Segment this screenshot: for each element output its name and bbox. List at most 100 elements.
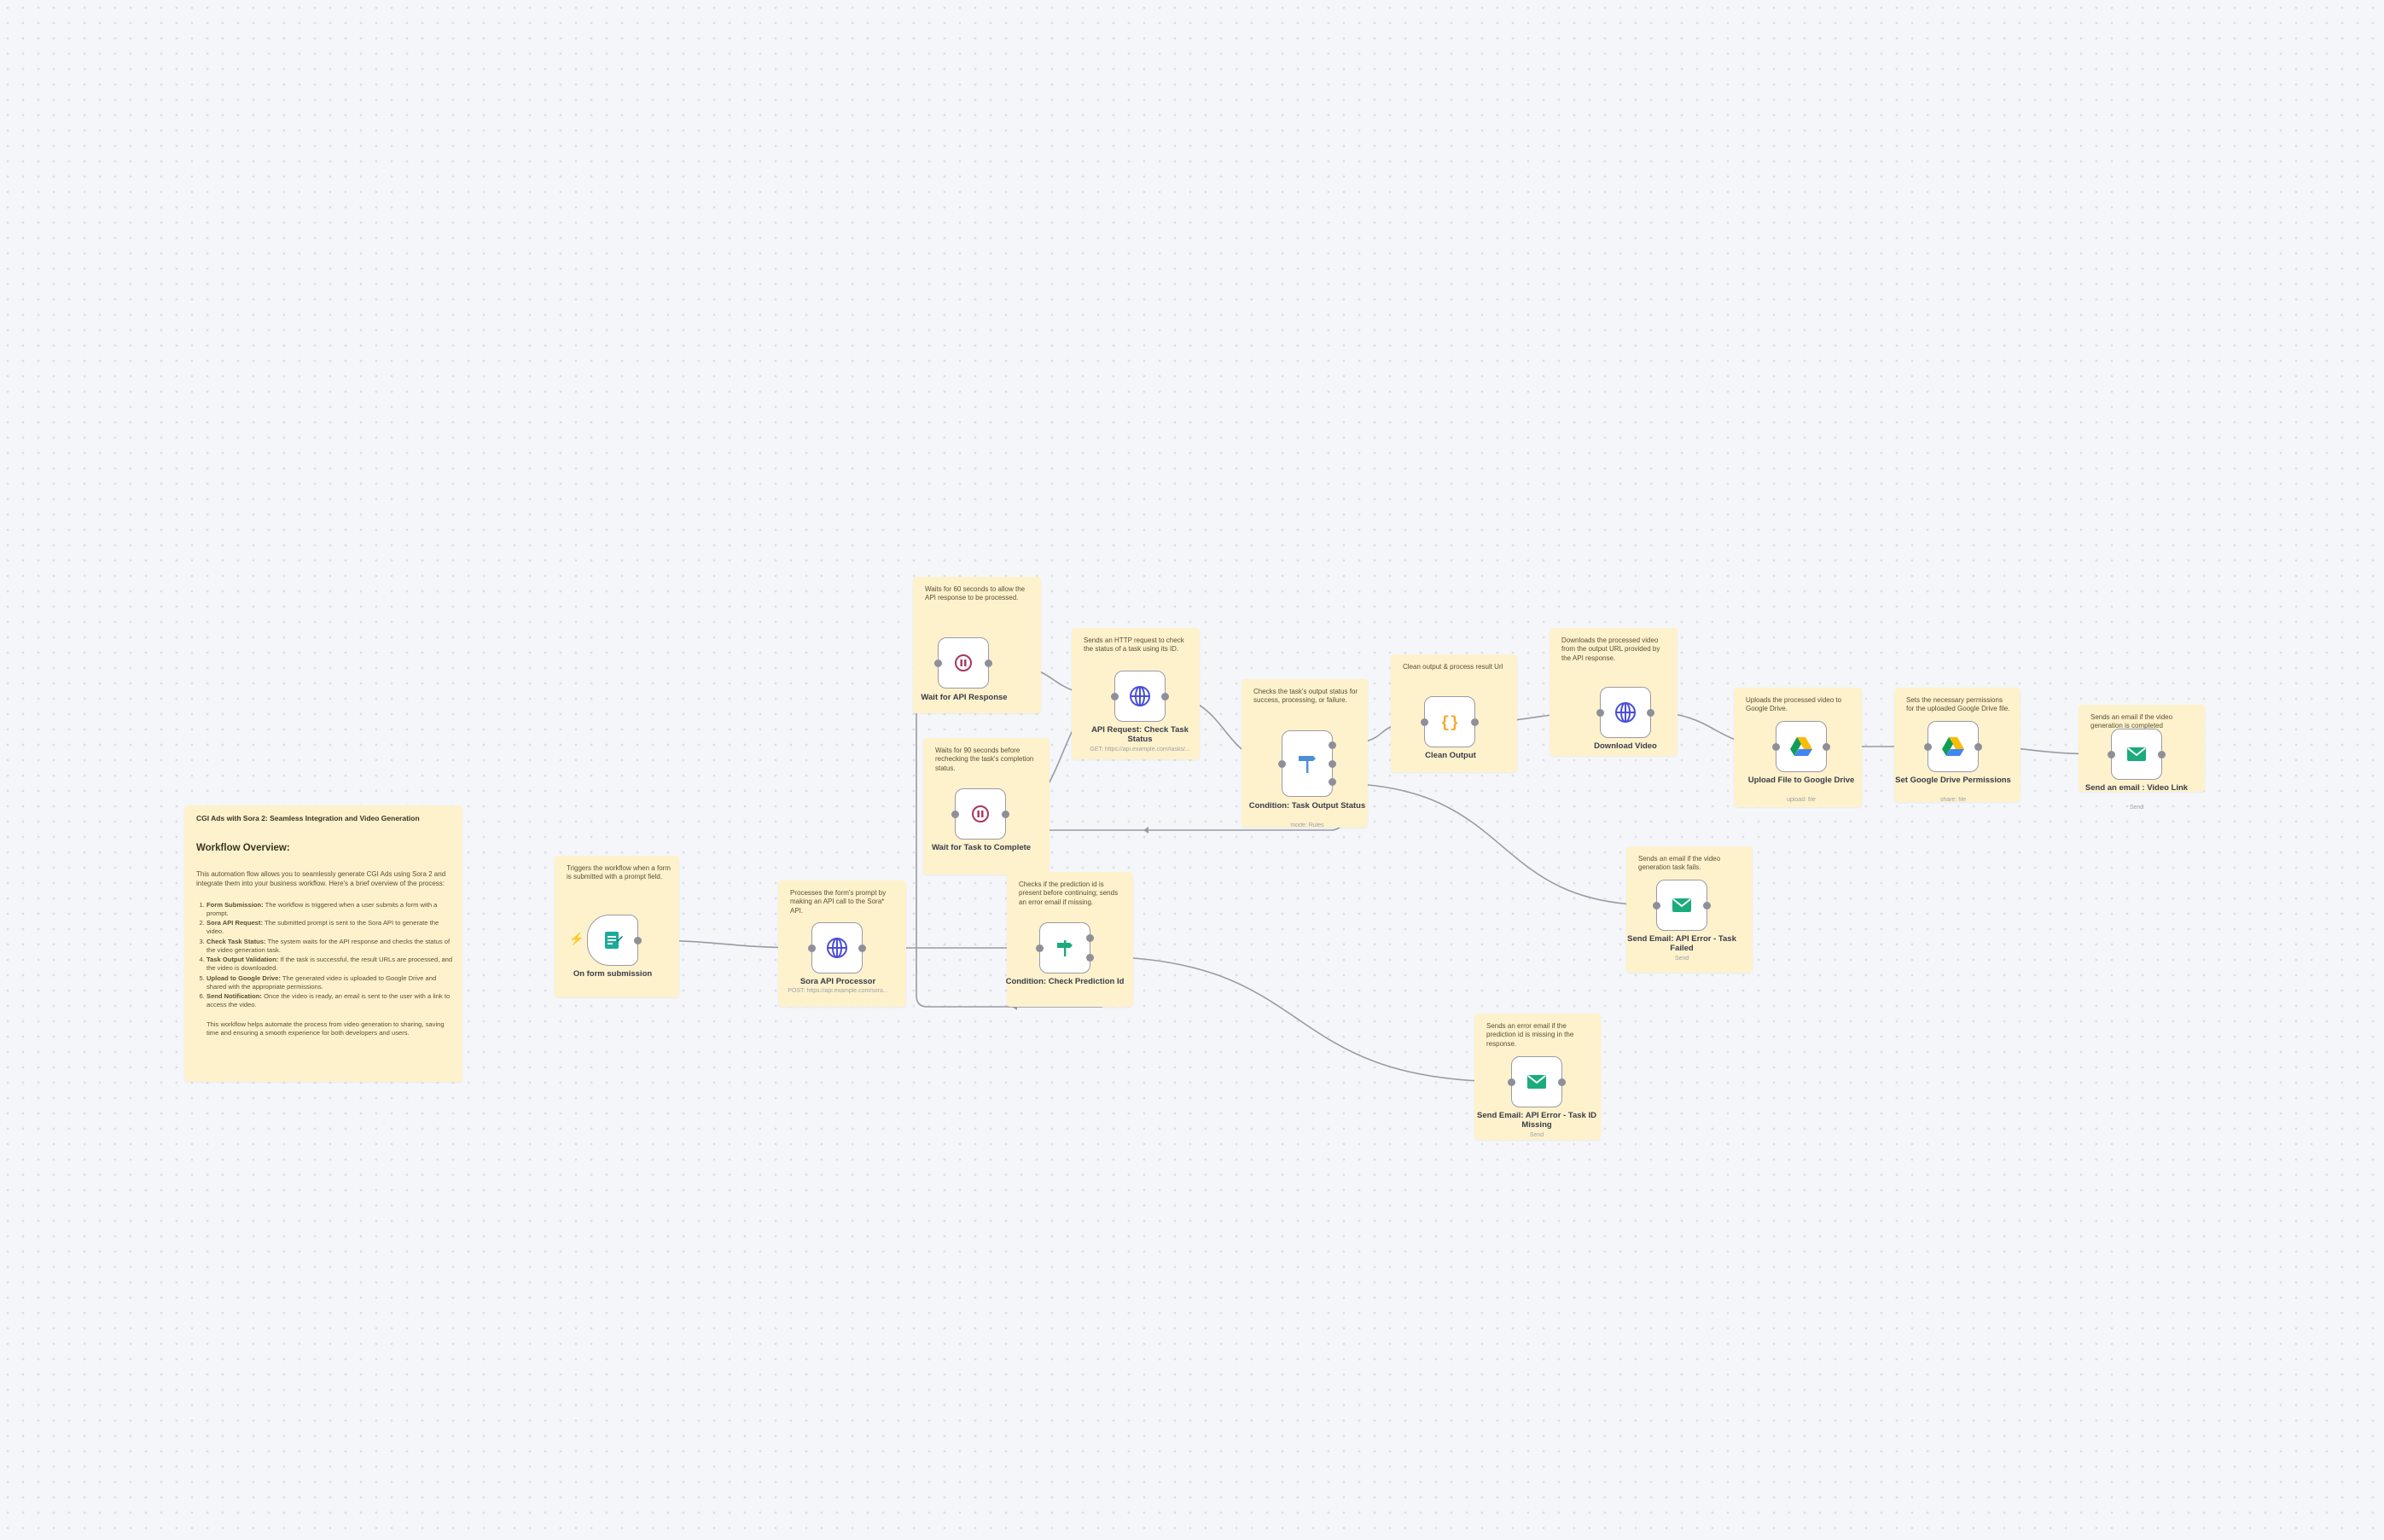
input-port[interactable] [1508, 1078, 1515, 1086]
sticky-text: Processes the form's prompt by making an… [790, 889, 887, 915]
input-port[interactable] [1772, 742, 1780, 751]
overview-step: Check Task Status: The system waits for … [206, 938, 454, 956]
node-label: Sora API Processor [800, 977, 876, 986]
input-port[interactable] [934, 659, 942, 667]
node-on-form-submission[interactable] [587, 915, 642, 966]
overview-step: Form Submission: The workflow is trigger… [206, 901, 454, 919]
output-port-success[interactable] [1329, 741, 1336, 750]
output-port[interactable] [1471, 718, 1479, 726]
envelope-icon [1672, 898, 1691, 912]
output-port[interactable] [1161, 692, 1169, 700]
node-label: Wait for API Response [921, 693, 1008, 702]
node-label: Wait for Task to Complete [931, 843, 1032, 852]
output-port[interactable] [985, 659, 992, 667]
globe-icon [1615, 702, 1636, 723]
node-download-video[interactable] [1596, 687, 1654, 738]
sticky-text: Triggers the workflow when a form is sub… [567, 864, 671, 881]
node-label: Send Email: API Error - Task Failed [1627, 934, 1736, 954]
sticky-note-wait-api[interactable]: Waits for 60 seconds to allow the API re… [913, 577, 1041, 713]
output-port[interactable] [858, 944, 866, 952]
node-subtitle: Send [2129, 805, 2144, 811]
overview-intro: This automation flow allows you to seaml… [196, 869, 446, 887]
sticky-text: Waits for 90 seconds before rechecking t… [935, 747, 1034, 772]
overview-step: Send Notification: Once the video is rea… [206, 992, 454, 1010]
output-port[interactable] [1647, 708, 1654, 717]
edge-cond-output-to-email-failed [1332, 782, 1656, 906]
output-port[interactable] [1002, 810, 1009, 818]
trigger-bolt-icon: ⚡ [569, 932, 584, 945]
node-label: Send an email : Video Link [2085, 783, 2189, 793]
node-send-email-task-failed[interactable] [1653, 880, 1711, 931]
sticky-note-wait-task[interactable]: Waits for 90 seconds before rechecking t… [923, 738, 1050, 875]
overview-step: Sora API Request: The submitted prompt i… [206, 919, 454, 937]
output-port-processing[interactable] [1329, 759, 1336, 768]
output-port[interactable] [634, 936, 642, 944]
input-port[interactable] [1421, 718, 1428, 726]
node-sora-api-processor[interactable] [808, 922, 866, 973]
node-send-email-task-id-missing[interactable] [1508, 1056, 1566, 1107]
node-subtitle: mode: Rules [1290, 822, 1324, 828]
output-port[interactable] [1974, 742, 1982, 751]
node-label: Download Video [1594, 741, 1657, 751]
node-set-google-drive-permissions[interactable] [1924, 721, 1982, 772]
node-subtitle: POST: https://api.example.com/sora... [788, 988, 888, 994]
pause-icon [972, 805, 989, 822]
input-port[interactable] [1924, 742, 1932, 751]
node-condition-task-output-status[interactable] [1278, 730, 1336, 797]
input-port[interactable] [1596, 708, 1604, 717]
sticky-text: Clean output & process result Url [1403, 663, 1503, 671]
node-label: Clean Output [1425, 751, 1476, 760]
input-port[interactable] [1278, 759, 1286, 768]
node-api-request-check-task-status[interactable] [1111, 671, 1169, 722]
overview-step: Upload to Google Drive: The generated vi… [206, 974, 454, 992]
output-port-failed[interactable] [1329, 777, 1336, 786]
overview-steps: Form Submission: The workflow is trigger… [196, 901, 454, 1010]
node-label: API Request: Check Task Status [1091, 725, 1189, 745]
sticky-text: Checks if the prediction id is present b… [1019, 880, 1119, 906]
overview-title: CGI Ads with Sora 2: Seamless Integratio… [196, 814, 420, 822]
node-wait-for-task-to-complete[interactable] [951, 788, 1009, 840]
google-drive-icon [1790, 737, 1812, 756]
sticky-text: Checks the task's output status for succ… [1253, 688, 1358, 705]
output-port[interactable] [1823, 742, 1830, 751]
input-port[interactable] [808, 944, 816, 952]
sticky-text: Sets the necessary permissions for the u… [1906, 696, 2010, 713]
globe-icon [1130, 686, 1150, 706]
pause-icon [955, 654, 972, 671]
google-drive-icon [1942, 737, 1964, 756]
input-port[interactable] [1111, 692, 1119, 700]
workflow-overview-note[interactable]: CGI Ads with Sora 2: Seamless Integratio… [184, 805, 462, 1082]
input-port[interactable] [1036, 944, 1044, 952]
envelope-icon [2127, 747, 2146, 761]
output-port-false[interactable] [1086, 954, 1094, 962]
output-port[interactable] [1703, 901, 1711, 909]
node-subtitle: share: file [1939, 797, 1967, 803]
node-label: Upload File to Google Drive [1747, 776, 1855, 785]
node-clean-output[interactable]: {} [1421, 696, 1479, 747]
node-condition-check-prediction-id[interactable] [1036, 922, 1094, 973]
output-port[interactable] [1558, 1078, 1566, 1086]
overview-outro: This workflow helps automate the process… [206, 1020, 445, 1037]
sticky-text: Waits for 60 seconds to allow the API re… [925, 585, 1026, 602]
node-label: Set Google Drive Permissions [1895, 776, 2011, 785]
signpost-icon [1057, 940, 1073, 956]
output-port-true[interactable] [1086, 933, 1094, 942]
node-upload-file-to-google-drive[interactable] [1772, 721, 1830, 772]
node-send-email-video-link[interactable] [2108, 729, 2166, 780]
input-port[interactable] [951, 810, 959, 818]
node-subtitle: Send [1529, 1132, 1544, 1138]
envelope-icon [1527, 1075, 1546, 1089]
input-port[interactable] [2108, 750, 2115, 758]
node-label: Send Email: API Error - Task ID Missing [1477, 1111, 1596, 1130]
edge-arrow-wait-task [1143, 827, 1148, 834]
output-port[interactable] [2158, 750, 2166, 758]
node-label: On form submission [573, 969, 653, 979]
overview-heading: Workflow Overview: [196, 843, 290, 854]
svg-text:{}: {} [1440, 715, 1459, 732]
node-label: Condition: Task Output Status [1248, 801, 1366, 811]
code-braces-icon: {} [1440, 715, 1459, 732]
node-subtitle: GET: https://api.example.com/tasks/... [1090, 747, 1190, 753]
edge-check-pred-to-email-missing [1090, 956, 1511, 1083]
node-wait-for-api-response[interactable] [934, 637, 992, 689]
input-port[interactable] [1653, 901, 1660, 909]
